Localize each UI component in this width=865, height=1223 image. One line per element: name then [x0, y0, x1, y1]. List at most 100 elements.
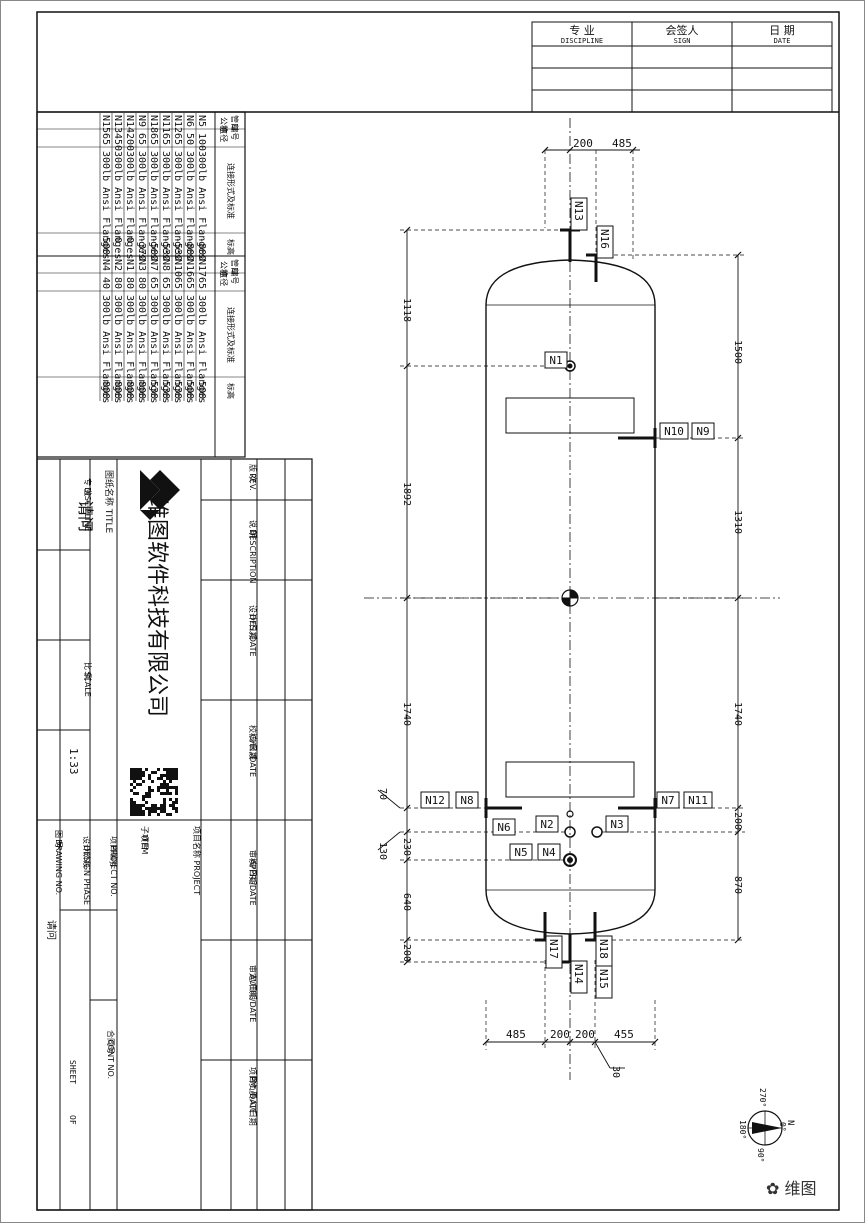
- nozzle-tag-n14: N14: [570, 960, 588, 994]
- nozzle-tag-n7: N7: [656, 791, 680, 809]
- nozzle-id: N17: [196, 259, 207, 277]
- sign-header-sign-en: SIGN: [674, 37, 691, 45]
- nozzle-connection: 300lb Ansi Flanges: [196, 295, 207, 403]
- nozzle-elevation: 800: [100, 381, 111, 399]
- nozzle-tag-n11: N11: [683, 791, 713, 809]
- scale-value: 1:33: [67, 748, 80, 775]
- nozzle-tag-label: N2: [540, 818, 553, 831]
- nozzle-connection: 300lb Ansi Flanges: [184, 151, 195, 259]
- nozzle-tag-n18: N18: [595, 935, 613, 969]
- nozzle-id: N2: [112, 259, 123, 271]
- company-logo: [140, 470, 180, 520]
- vessel-drawing: [364, 118, 780, 1080]
- nozzle-elevation: 0: [124, 237, 135, 243]
- sign-header-sign-cn: 会签人: [666, 23, 699, 37]
- nozzle-id: N13: [112, 115, 123, 133]
- revision-label: 审定/日期: [248, 965, 258, 1000]
- nozzle-id: N6: [184, 115, 195, 127]
- sign-header-date-cn: 日 期: [769, 24, 795, 37]
- nozzle-tag-n16: N16: [596, 225, 614, 259]
- revision-label: 设计/日期: [248, 605, 258, 640]
- nozzle-connection: 300lb Ansi Flanges: [172, 295, 183, 403]
- nozzle-elevation: 530: [172, 381, 183, 399]
- nozzle-elevation: 500: [196, 381, 207, 399]
- sign-header-date-en: DATE: [774, 37, 791, 45]
- compass-n: N: [785, 1120, 795, 1125]
- nozzle-tag-label: N3: [610, 818, 623, 831]
- watermark-text: 维图: [784, 1179, 817, 1198]
- discipline-label: DISCIPLINE: [83, 487, 92, 531]
- header-nozzle-dn: 公称: [219, 117, 229, 133]
- nozzle-elevation: 800: [136, 381, 147, 399]
- header-nozzle-id: 编号: [230, 268, 240, 284]
- compass-w: 180°: [738, 1120, 747, 1139]
- dim-bottom: 200: [550, 1028, 570, 1041]
- nozzle-connection: 300lb Ansi Flanges: [100, 295, 111, 403]
- nozzle-dn: 65: [148, 277, 159, 289]
- nozzle-tag-label: N10: [664, 425, 684, 438]
- header-connection: 连接形式及标准: [226, 307, 236, 363]
- revision-label: PM./DATE: [248, 1076, 257, 1114]
- nozzle-connection: 300lb Ansi Flanges: [112, 295, 123, 403]
- revision-label: AUTH./DATE: [248, 974, 257, 1022]
- cont-no-label: CONT NO.: [106, 1039, 115, 1079]
- nozzle-id: N16: [184, 259, 195, 277]
- drawing-no-label: 图 号: [54, 830, 63, 849]
- nozzle-elevation: -530: [160, 237, 171, 261]
- nozzle-elevation: 800: [124, 381, 135, 399]
- nozzle-tag-n1: N1: [544, 351, 568, 369]
- dim-top: 200: [573, 137, 593, 150]
- dim-right: 1310: [732, 510, 743, 534]
- sign-table: 专 业 DISCIPLINE 会签人 SIGN 日 期 DATE: [531, 21, 833, 113]
- nozzle-id: N4: [100, 259, 111, 271]
- nozzle-dn: 65: [100, 133, 111, 145]
- nozzle-elevation: 530: [160, 381, 171, 399]
- nozzle-connection: 300lb Ansi Flanges: [124, 295, 135, 403]
- nozzle-dn: 65: [172, 133, 183, 145]
- scale-label: 比 例: [83, 662, 93, 681]
- nozzle-tag-label: N12: [425, 794, 445, 807]
- item-label: ITEM: [140, 835, 149, 854]
- header-nozzle-id: 管口: [230, 115, 240, 131]
- wechat-icon: ✿: [766, 1179, 780, 1198]
- nozzle-dn: 65: [184, 277, 195, 289]
- dim-left: 1892: [401, 482, 412, 506]
- nozzle-id: N11: [160, 115, 171, 133]
- sign-header-discipline-en: DISCIPLINE: [561, 37, 603, 45]
- project-label: 项目名称 PROJECT: [192, 826, 202, 895]
- nozzle-tag-label: N18: [597, 939, 610, 959]
- nozzle-tag-n6: N6: [492, 818, 516, 836]
- nozzle-dn: 450: [112, 133, 123, 151]
- nozzle-tag-n15: N15: [595, 965, 613, 999]
- nozzle-tag-label: N7: [661, 794, 674, 807]
- nozzle-dn: 65: [136, 133, 147, 145]
- dim-left: 1118: [401, 298, 412, 322]
- nozzle-id: N9: [136, 115, 147, 127]
- scale-label: SCALE: [83, 671, 92, 697]
- nozzle-connection: 300lb Ansi Flanges: [160, 295, 171, 403]
- header-nozzle-dn: 直径: [219, 270, 229, 286]
- nozzle-elevation: 500: [100, 237, 111, 255]
- dim-small: 70: [377, 788, 388, 800]
- nozzle-connection: 300lb Ansi Flanges: [148, 151, 159, 259]
- nozzle-tag-label: N5: [514, 846, 527, 859]
- nozzle-tag-label: N16: [598, 229, 611, 249]
- nozzle-elevation: -500: [148, 237, 159, 261]
- nozzle-id: N7: [148, 259, 159, 271]
- nozzle-dn: 40: [100, 277, 111, 289]
- nozzle-dn: 80: [124, 277, 135, 289]
- nozzle-tag-n9: N9: [691, 422, 715, 440]
- dim-left: 200: [401, 944, 412, 962]
- nozzle-id: N5: [196, 115, 207, 127]
- nozzle-connection: 300lb Ansi Flanges: [196, 151, 207, 259]
- nozzle-dn: 50: [184, 133, 195, 145]
- company-name: 维图软件科技有限公司: [144, 497, 169, 717]
- project-no-label: 项目编号: [109, 836, 119, 868]
- nozzle-tag-n5: N5: [509, 843, 533, 861]
- design-phase-label: 设计阶段: [82, 836, 92, 868]
- nozzle-connection: 300lb Ansi Flanges: [124, 151, 135, 259]
- nozzle-connection: 300lb Ansi Flanges: [112, 151, 123, 259]
- nozzle-elevation: 530: [148, 381, 159, 399]
